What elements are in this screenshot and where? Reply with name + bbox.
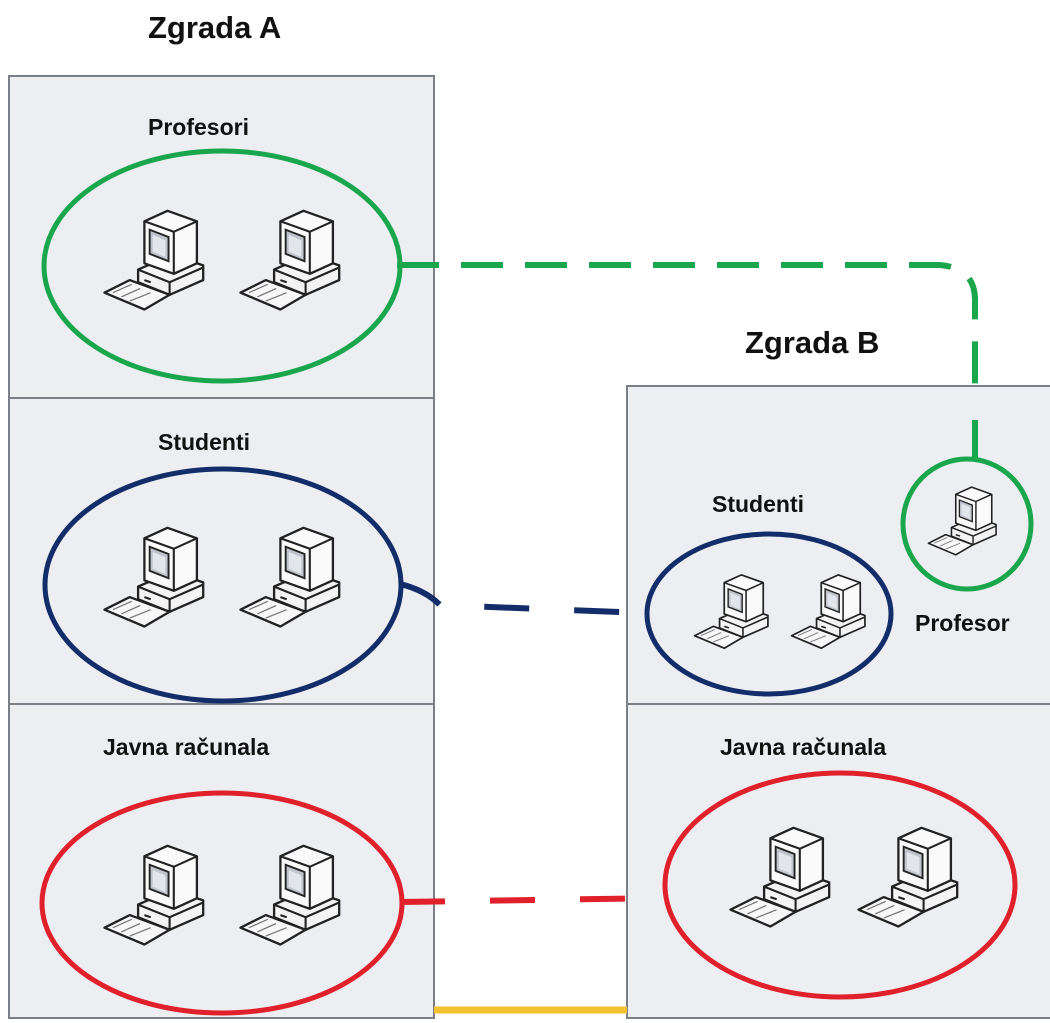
building-b-floor-public	[626, 703, 1050, 1019]
public-vlan-link	[399, 895, 666, 905]
students-group-b	[644, 531, 894, 697]
building-b: Zgrada B Studenti Profesor Javna računal…	[626, 325, 1050, 1019]
room-label-professors-a: Profesori	[148, 114, 249, 140]
professor-group-b	[900, 456, 1034, 592]
room-label-students-a: Studenti	[158, 429, 250, 455]
building-b-floor-upper	[626, 385, 1050, 705]
professors-vlan-link	[397, 262, 978, 388]
building-a-floor-professors	[8, 75, 435, 399]
vlan-links	[397, 262, 978, 1014]
building-b-title: Zgrada B	[745, 325, 879, 360]
students-group-a	[42, 466, 404, 704]
public-group-b	[662, 770, 1018, 1000]
building-a-floor-public	[8, 703, 435, 1019]
building-a: Zgrada A Profesori Studenti Javna računa…	[8, 10, 435, 1019]
public-group-a	[39, 790, 405, 1016]
building-a-title: Zgrada A	[148, 10, 281, 45]
vlan-groups	[39, 148, 1034, 1016]
room-label-students-b: Studenti	[712, 491, 804, 517]
room-label-professor-b: Profesor	[915, 610, 1010, 636]
students-vlan-link	[399, 581, 646, 616]
room-label-public-a: Javna računala	[103, 734, 269, 760]
professors-group-a	[41, 148, 403, 384]
room-label-public-b: Javna računala	[720, 734, 886, 760]
